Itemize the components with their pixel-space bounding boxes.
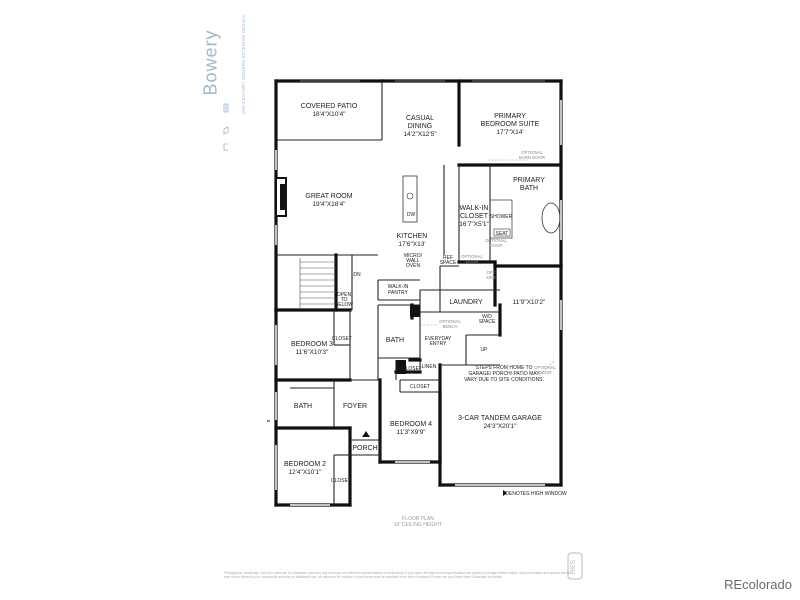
optional-door-garage-1: OPTIONAL <box>534 365 556 370</box>
elevation-icon-2 <box>223 126 229 135</box>
linen-label: LINEN <box>422 364 437 370</box>
steps-note-2: GARAGE/ PORCH/ PATIO MAY <box>468 371 540 377</box>
elevation-icons <box>223 103 229 151</box>
ref-label-2: SPACE <box>440 260 457 266</box>
everyday-entry-1: EVERYDAY <box>425 336 452 342</box>
optional-sink-2: SINK <box>486 275 496 280</box>
micro-label-3: OVEN <box>406 263 421 269</box>
primary-bath-name1: PRIMARY <box>513 177 545 184</box>
optional-door-closet-1: OPTIONAL <box>461 254 483 259</box>
primary-suite-dim: 17'7"X14' <box>496 129 523 136</box>
optional-door-line <box>539 359 556 376</box>
closet-bed4-label: CLOSET <box>410 384 430 390</box>
center-bath-name: BATH <box>386 337 404 344</box>
walk-in-closet-name2: CLOSET <box>460 213 489 220</box>
bedroom3-name: BEDROOM 3 <box>291 341 333 348</box>
bedroom2-name: BEDROOM 2 <box>284 461 326 468</box>
elevation-icon-1 <box>223 143 228 151</box>
porch-name: PORCH <box>352 445 377 452</box>
kitchen-dim: 17'6"X13' <box>398 241 425 248</box>
bedroom4-name: BEDROOM 4 <box>390 421 432 428</box>
optional-door-closet-2: DOOR <box>466 259 479 264</box>
wd-label-1: W/D <box>482 314 492 320</box>
optional-bench-2: BENCH <box>442 324 457 329</box>
bath-fixture-icon <box>410 305 420 317</box>
optional-door-bath-2: DOOR <box>490 243 503 248</box>
bedroom3-dim: 11'6"X10'3" <box>296 349 329 356</box>
fireplace-firebox <box>280 184 286 210</box>
open-to-below-3: BELOW <box>335 302 353 308</box>
covered-patio-name: COVERED PATIO <box>301 103 358 110</box>
tub-icon <box>541 202 561 234</box>
brand-subtitle: MID-CENTURY MODERN EXTERIOR DESIGN <box>240 15 246 114</box>
open-to-below-2: TO <box>341 297 348 303</box>
wd-label-2: SPACE <box>479 319 496 325</box>
stairs <box>299 258 336 308</box>
walk-in-pantry-1: WALK-IN <box>388 284 409 290</box>
foyer-name: FOYER <box>343 403 367 410</box>
bedroom2-dim: 12'4"X10'1" <box>288 469 322 476</box>
windows <box>275 80 562 506</box>
seat-label: SEAT <box>496 231 509 237</box>
kitchen-island <box>402 175 418 223</box>
great-room-dim: 19'4"X18'4" <box>312 201 346 208</box>
open-to-below-1: OPEN <box>337 292 352 298</box>
casual-dining-dim: 14'2"X12'5" <box>403 131 437 138</box>
garage-name: 3-CAR TANDEM GARAGE <box>458 415 542 422</box>
casual-dining-name1: CASUAL <box>406 115 434 122</box>
closet-center-label: CLOSET <box>402 366 422 372</box>
exterior-walls <box>274 79 563 507</box>
micro-label-2: WALL <box>406 258 420 264</box>
high-window-note: DENOTES HIGH WINDOW <box>505 491 567 497</box>
dw-label: DW <box>407 212 416 218</box>
garage-dim: 24'3"X20'1" <box>483 423 517 430</box>
optional-door-bath-1: OPTIONAL <box>485 238 507 243</box>
hall-bath-name: BATH <box>294 403 312 410</box>
optional-barn-door-1: OPTIONAL <box>521 150 543 155</box>
great-room-name: GREAT ROOM <box>305 193 352 200</box>
kitchen-name: KITCHEN <box>397 233 428 240</box>
shower-label: SHOWER <box>490 214 513 220</box>
flex-room-dim: 11'9"X10'2" <box>513 299 546 306</box>
everyday-entry-2: ENTRY <box>430 341 448 347</box>
laundry-name: LAUNDRY <box>449 299 483 306</box>
primary-bath-name2: BATH <box>520 185 538 192</box>
optional-door-garage-2: DOOR <box>539 370 552 375</box>
walk-in-pantry-2: PANTRY <box>388 290 408 296</box>
primary-suite-name1: PRIMARY <box>494 113 526 120</box>
casual-dining-name2: DINING <box>408 123 433 130</box>
legal-disclaimer: Photographs, renderings, and floor plans… <box>224 571 571 579</box>
steps-note-1: STEPS FROM HOME TO <box>475 365 532 371</box>
optional-barn-door-2: BARN DOOR <box>519 155 545 160</box>
dn-label: DN <box>353 272 361 278</box>
walk-in-closet-dim: 16'7"X5'1" <box>459 221 489 228</box>
closet-bed3-label: CLOSET <box>332 336 352 342</box>
micro-label-1: MICRO/ <box>404 253 423 259</box>
primary-suite-name2: BEDROOM SUITE <box>481 121 540 128</box>
walk-in-closet-name1: WALK-IN <box>460 205 489 212</box>
shower-outline <box>489 199 513 239</box>
entry-arrow-icon <box>362 431 370 437</box>
optional-bench-1: OPTIONAL <box>439 319 461 324</box>
bedroom4-dim: 11'3"X9'9" <box>396 429 426 436</box>
watermark: REcolorado <box>724 577 792 592</box>
brand-block: Bowery MID-CENTURY MODERN EXTERIOR DESIG… <box>201 12 266 172</box>
high-window-marker-icon <box>503 490 507 496</box>
res-logo-icon: RES <box>567 552 583 580</box>
sink-icon <box>406 192 414 200</box>
brand-name: Bowery <box>200 29 221 96</box>
covered-patio-dim: 18'4"X10'4" <box>312 111 346 118</box>
seat-outline <box>493 228 511 237</box>
ref-label-1: REF <box>443 255 453 261</box>
ceiling-height-caption: 10' CEILING HEIGHT <box>394 522 442 528</box>
up-label: UP <box>481 347 489 353</box>
floor-plan-caption: FLOOR PLAN <box>402 516 434 522</box>
res-logo-text: RES <box>570 559 577 574</box>
closet-bed2-label: CLOSET <box>331 478 351 484</box>
steps-note-3: VARY DUE TO SITE CONDITIONS. <box>464 377 544 383</box>
elevation-icon-3 <box>223 103 229 113</box>
optional-sink-1: OPT <box>487 270 496 275</box>
linen-block <box>396 360 406 374</box>
